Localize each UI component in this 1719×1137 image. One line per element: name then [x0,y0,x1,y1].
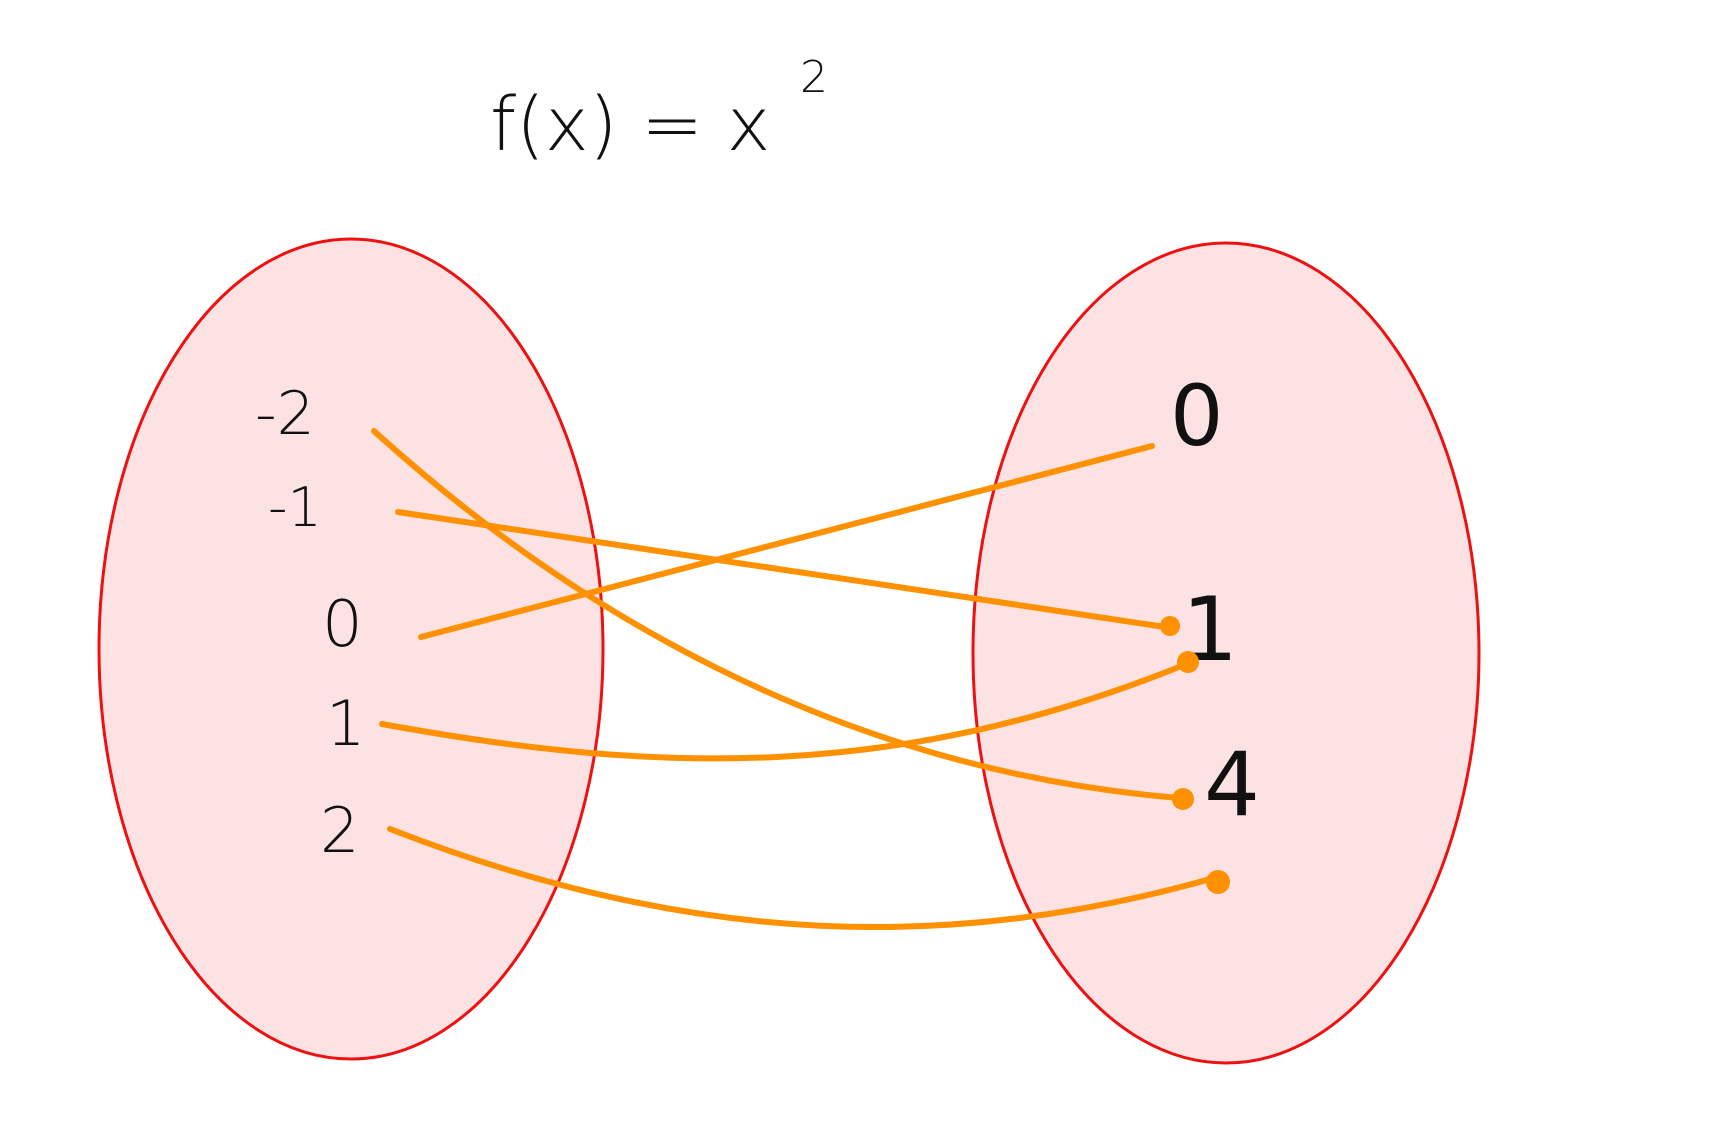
mapping-arrow-end [1177,651,1199,673]
mapping-arrow-neg2-to-4 [371,428,1183,801]
domain-element: 1 [326,687,365,760]
codomain-element: 0 [1170,367,1223,465]
codomain-set-ellipse [971,241,1481,1065]
function-title: f(x) = x [490,82,770,168]
codomain-element: 4 [1204,733,1260,836]
mapping-arrow-end [1172,788,1194,810]
domain-element: 2 [320,794,359,867]
domain-element: -1 [268,476,322,539]
domain-element: -2 [255,379,315,449]
mapping-arrow-1-to-1 [379,662,1187,762]
function-title-exponent: 2 [800,52,828,103]
mapping-arrow-neg1-to-1 [395,509,1168,630]
mapping-arrow-2-to-4 [387,826,1217,931]
mapping-arrow-0-to-0 [418,443,1155,640]
domain-set-ellipse [97,237,605,1061]
mapping-arrow-end [1160,616,1180,636]
domain-element: 0 [322,588,363,662]
mapping-arrow-end [1206,870,1230,894]
